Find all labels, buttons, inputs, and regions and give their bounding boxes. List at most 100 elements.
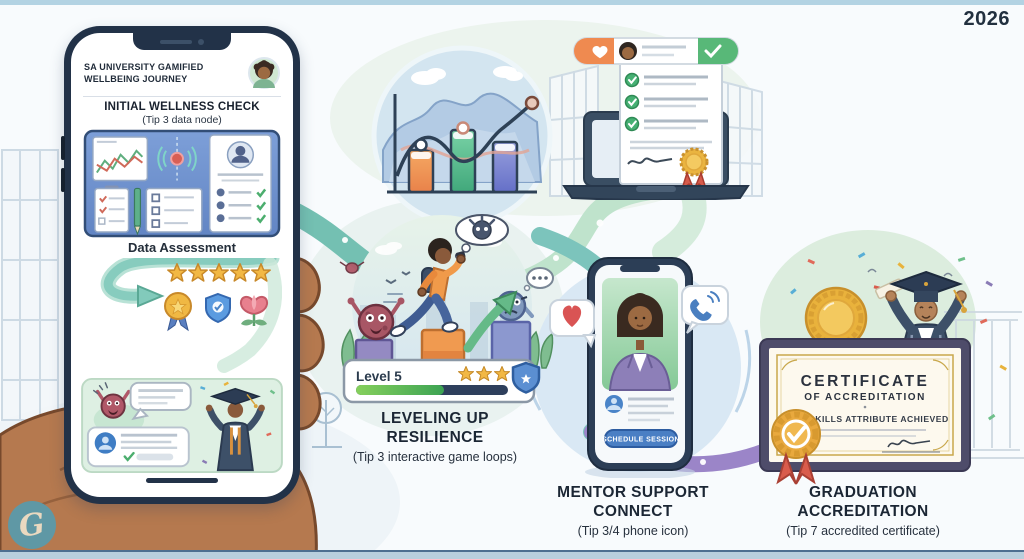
flying-monster-icon xyxy=(339,261,365,274)
cloud-icon xyxy=(411,66,523,85)
star-rating-icon xyxy=(457,365,511,382)
mentor-video-frame xyxy=(602,278,678,391)
confetti xyxy=(200,381,276,465)
confetti xyxy=(790,252,1007,421)
journey-rewards-section xyxy=(100,258,282,373)
stage-leveling: LEVELING UP RESILIENCE (Tip 3 interactiv… xyxy=(320,410,550,464)
stage-subtitle: (Tip 3 interactive game loops) xyxy=(352,450,518,465)
heart-icon xyxy=(592,46,608,59)
clipboard-panel xyxy=(94,185,130,233)
schedule-session-label: SCHEDULE SESSION xyxy=(602,437,680,444)
ellipsis-speech-bubble xyxy=(523,267,554,292)
schedule-session-button[interactable]: SCHEDULE SESSION xyxy=(602,429,680,448)
mini-graduate xyxy=(205,387,265,472)
speaker-icon xyxy=(160,39,192,44)
stage-title-line: MENTOR SUPPORT xyxy=(557,484,709,501)
chat-preview xyxy=(605,395,674,422)
stress-monster-icon xyxy=(347,297,405,341)
check-icon xyxy=(123,451,135,462)
chat-message-card xyxy=(86,426,190,468)
thought-bubble-monster xyxy=(454,214,509,260)
checkmark-row xyxy=(624,72,708,88)
check-icon xyxy=(704,44,722,59)
phone-screen: SA UNIVERSITY GAMIFIED WELLBEING JOURNEY… xyxy=(71,33,293,497)
year-label: 2026 xyxy=(963,8,1010,30)
stage-title-line: ACCREDITATION xyxy=(797,502,929,520)
stage-title-line: LEVELING UP xyxy=(381,410,489,427)
stage-mentor: MENTOR SUPPORT CONNECT (Tip 3/4 phone ic… xyxy=(518,484,748,538)
pencil-icon xyxy=(133,187,142,236)
approve-button[interactable] xyxy=(698,38,738,64)
stage-graduation: GRADUATION ACCREDITATION (Tip 7 accredit… xyxy=(748,484,978,538)
app-title: SA UNIVERSITY GAMIFIED WELLBEING JOURNEY xyxy=(84,61,204,84)
signal-waves-icon xyxy=(707,291,720,303)
stage-subtitle: (Tip 7 accredited certificate) xyxy=(786,524,940,539)
stress-monster-icon xyxy=(93,382,131,419)
wellness-check-subtitle: (Tip 3 data node) xyxy=(142,114,222,126)
mentor-call-illustration: SCHEDULE SESSION xyxy=(549,257,729,478)
checkmark-row xyxy=(624,94,708,110)
graduation-cap-icon xyxy=(209,387,261,405)
app-header: SA UNIVERSITY GAMIFIED WELLBEING JOURNEY xyxy=(71,33,293,93)
smartphone-mockup: SA UNIVERSITY GAMIFIED WELLBEING JOURNEY… xyxy=(61,26,300,504)
level-label: Level 5 xyxy=(356,369,402,384)
mentor-face xyxy=(628,306,652,330)
certificate-subtitle: OF ACCREDITATION xyxy=(804,392,926,403)
signature-icon xyxy=(627,157,673,165)
checkmark-row xyxy=(624,116,708,132)
five-star-rating xyxy=(167,263,271,282)
avatar[interactable] xyxy=(248,57,280,89)
certificate-title: CERTIFICATE xyxy=(801,373,930,390)
trait-row xyxy=(216,188,267,198)
stage-subtitle: (Tip 3/4 phone icon) xyxy=(577,524,689,539)
checklist-panel xyxy=(145,187,203,233)
stage-title-line: CONNECT xyxy=(593,502,673,520)
pulse-node-icon xyxy=(157,136,197,181)
call-speech-bubble xyxy=(681,285,729,334)
flower-icon xyxy=(239,295,269,326)
support-chat-panel xyxy=(81,377,283,474)
bar-chart-icon xyxy=(407,128,519,194)
certificate-card: CERTIFICATE OF ACCREDITATION SOFT SKILLS… xyxy=(759,338,971,485)
certificate-achievement: SOFT SKILLS ATTRIBUTE ACHIEVED xyxy=(781,414,948,424)
heart-speech-bubble xyxy=(549,299,597,349)
progress-fill xyxy=(356,385,444,395)
gold-seal-check-icon xyxy=(771,409,821,485)
laptop-checklist-illustration xyxy=(562,37,750,200)
growth-arrow-icon xyxy=(463,290,518,353)
leveling-game-illustration: Level 5 xyxy=(339,214,554,404)
checklist-document xyxy=(619,55,723,191)
graduation-certificate-illustration: CERTIFICATE OF ACCREDITATION SOFT SKILLS… xyxy=(759,252,1007,485)
level-progress-bar: Level 5 xyxy=(342,358,541,404)
trait-row xyxy=(216,201,267,211)
heart-icon xyxy=(562,305,582,327)
home-indicator[interactable] xyxy=(146,478,218,483)
volume-button xyxy=(61,168,65,192)
bottom-border xyxy=(0,550,1024,559)
stage-title-line: RESILIENCE xyxy=(386,428,484,446)
phone-notch xyxy=(133,33,231,50)
assessment-dashboard-card xyxy=(83,129,281,238)
mood-chart-panel xyxy=(92,136,149,182)
shield-badge-icon xyxy=(511,361,541,394)
speech-bubble xyxy=(129,381,192,421)
reaction-banner xyxy=(573,37,739,65)
progress-chart-illustration xyxy=(371,45,553,227)
building-line-art-left xyxy=(1,149,59,421)
wellness-check-title: INITIAL WELLNESS CHECK xyxy=(104,101,260,113)
signature-icon xyxy=(887,439,931,448)
assessment-caption: Data Assessment xyxy=(128,240,236,255)
brand-logo: G xyxy=(8,501,56,549)
brand-logo-glyph: G xyxy=(16,505,48,545)
running-student xyxy=(383,238,466,338)
top-border xyxy=(0,0,1024,5)
path-arrow-icon xyxy=(137,284,165,308)
profile-card-panel xyxy=(208,134,272,233)
shield-check-icon xyxy=(205,292,231,324)
medal-badge-icon xyxy=(164,292,192,332)
phone-icon xyxy=(690,299,712,321)
camera-icon xyxy=(198,38,204,45)
volume-button xyxy=(61,136,65,160)
trait-row xyxy=(216,214,267,224)
